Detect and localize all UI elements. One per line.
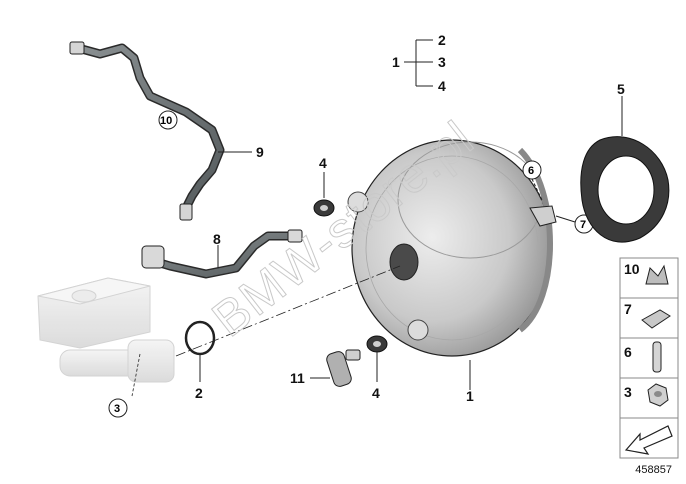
callout-6: 6 (528, 165, 534, 177)
callout-4-lower: 4 (372, 385, 380, 401)
callout-10-circle (158, 110, 178, 130)
legend-panel: 10 7 6 3 (619, 257, 679, 459)
hose-clamp-icon (645, 264, 669, 285)
callout-10: 10 (160, 115, 172, 127)
hose-elbow-fitting (141, 245, 165, 269)
legend-label: 6 (624, 344, 632, 360)
legend-item-box (619, 337, 679, 379)
reference-number: 458857 (635, 464, 672, 476)
callout-4-upper: 4 (319, 155, 327, 171)
callout-8: 8 (213, 231, 221, 247)
booster-stud-lower (407, 319, 429, 341)
vacuum-hose-upper (69, 41, 225, 221)
callout-2-oring: 2 (195, 385, 203, 401)
hose-end-fitting (287, 229, 303, 243)
arrow-icon (624, 425, 673, 455)
hose-end-fitting (179, 203, 193, 221)
vacuum-hose-lower (141, 229, 303, 279)
callout-3-cylinder: 3 (114, 403, 120, 415)
grommet-lower (366, 335, 388, 353)
legend-label: 3 (624, 384, 632, 400)
pin-icon (652, 341, 662, 373)
callout-1-main: 1 (466, 388, 474, 404)
master-cylinder-reservoir (37, 277, 175, 383)
booster-stud-upper (347, 191, 369, 213)
grommet-upper (313, 199, 335, 217)
callout-group-3: 3 (438, 54, 446, 70)
callout-group-1: 1 (392, 54, 400, 70)
hose-end-fitting (69, 41, 85, 55)
o-ring (184, 320, 216, 356)
callout-7: 7 (580, 219, 586, 231)
callout-group-4: 4 (438, 78, 446, 94)
callout-group-2: 2 (438, 32, 446, 48)
group-bracket: 1 2 3 4 (392, 32, 446, 94)
callout-5: 5 (617, 81, 625, 97)
clip-icon (641, 309, 671, 329)
callout-3-circle (108, 398, 128, 418)
check-valve (326, 349, 361, 387)
hex-nut-icon (647, 383, 669, 407)
callout-11: 11 (290, 370, 305, 386)
legend-label: 10 (624, 261, 640, 277)
callout-9: 9 (256, 144, 264, 160)
gasket (580, 136, 670, 243)
mounting-bracket (529, 205, 557, 227)
pushrod-opening (389, 243, 419, 281)
legend-label: 7 (624, 301, 632, 317)
